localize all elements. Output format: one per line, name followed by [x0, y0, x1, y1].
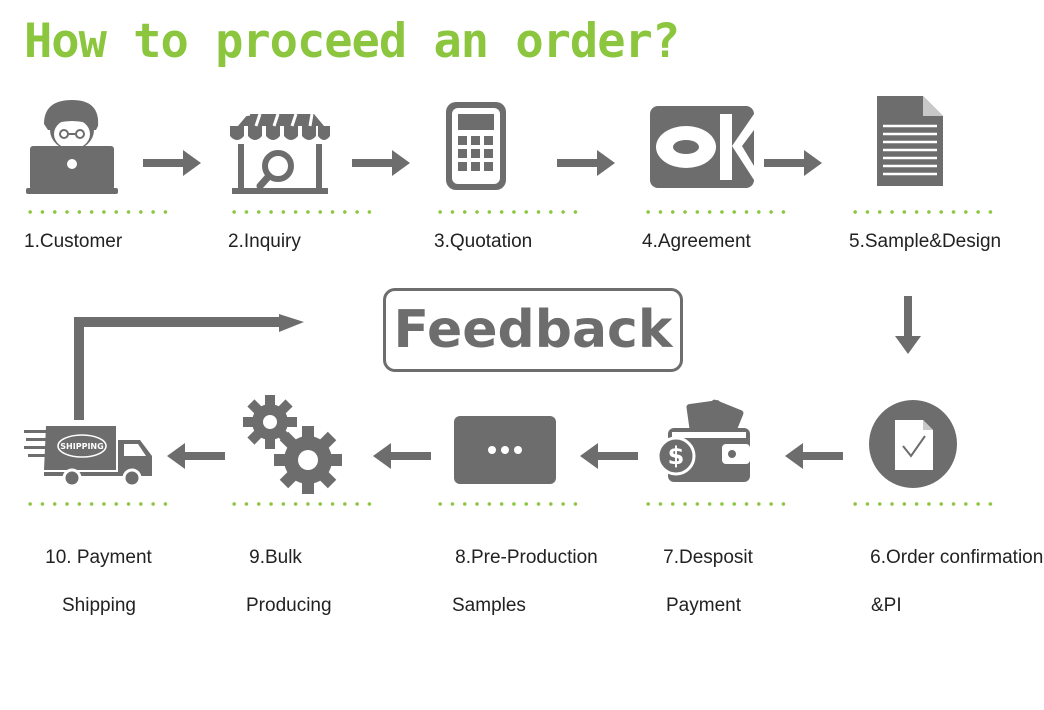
step-label-line2: &PI — [871, 595, 902, 616]
step-label: 6.Order confirmation &PI — [849, 522, 1043, 666]
arrow-right-icon — [764, 150, 822, 176]
feedback-loop-arrow-icon — [74, 314, 304, 420]
arrow-right-icon — [557, 150, 615, 176]
order-confirm-icon — [869, 400, 957, 488]
shop-search-icon — [230, 112, 330, 194]
arrow-down-icon — [895, 296, 921, 354]
step-label: 8.Pre-Production Samples — [434, 522, 598, 666]
feedback-box: Feedback — [383, 288, 683, 372]
svg-text:$: $ — [668, 442, 685, 470]
dotted-divider — [434, 209, 582, 215]
dotted-divider — [642, 501, 790, 507]
truck-text: SHIPPING — [60, 442, 103, 451]
step-label-line2: Shipping — [62, 595, 136, 616]
dotted-divider — [24, 501, 172, 507]
step-label: 7.Desposit Payment — [642, 522, 753, 666]
step-label-line1: 6.Order confirmation — [870, 547, 1044, 568]
step-label-line2: Samples — [452, 595, 526, 616]
dotted-divider — [228, 501, 376, 507]
step-label: 4.Agreement — [642, 231, 751, 252]
step-label-line1: 10. Payment — [45, 547, 152, 568]
arrow-left-icon — [167, 443, 225, 469]
step-label: 9.Bulk Producing — [228, 522, 332, 666]
step-label-line1: 9.Bulk — [249, 547, 302, 568]
arrow-right-icon — [352, 150, 410, 176]
step-label-line2: Payment — [666, 595, 741, 616]
dotted-divider — [228, 209, 376, 215]
step-label: 1.Customer — [24, 231, 123, 252]
shipping-truck-icon: SHIPPING — [24, 426, 152, 488]
dotted-divider — [642, 209, 790, 215]
step-label-line1: 8.Pre-Production — [455, 547, 598, 568]
arrow-left-icon — [373, 443, 431, 469]
ok-icon — [650, 106, 754, 188]
dotted-divider — [849, 209, 997, 215]
dotted-divider — [24, 209, 172, 215]
chat-bubble-icon — [454, 416, 556, 484]
gears-icon — [243, 395, 342, 494]
wallet-icon: $ — [656, 399, 750, 482]
step-label: 5.Sample&Design — [849, 231, 1002, 252]
step-label: 3.Quotation — [434, 231, 533, 252]
page-title: How to proceed an order? — [24, 14, 680, 69]
customer-laptop-icon — [26, 100, 118, 194]
step-label-line1: 7.Desposit — [663, 547, 753, 568]
step-label: 10. Payment Shipping — [24, 522, 152, 666]
dotted-divider — [434, 501, 582, 507]
arrow-left-icon — [785, 443, 843, 469]
step-label: 2.Inquiry — [228, 231, 301, 252]
calculator-icon — [446, 102, 506, 190]
document-icon — [877, 96, 943, 186]
arrow-left-icon — [580, 443, 638, 469]
step-label-line2: Producing — [246, 595, 332, 616]
dotted-divider — [849, 501, 997, 507]
arrow-right-icon — [143, 150, 201, 176]
